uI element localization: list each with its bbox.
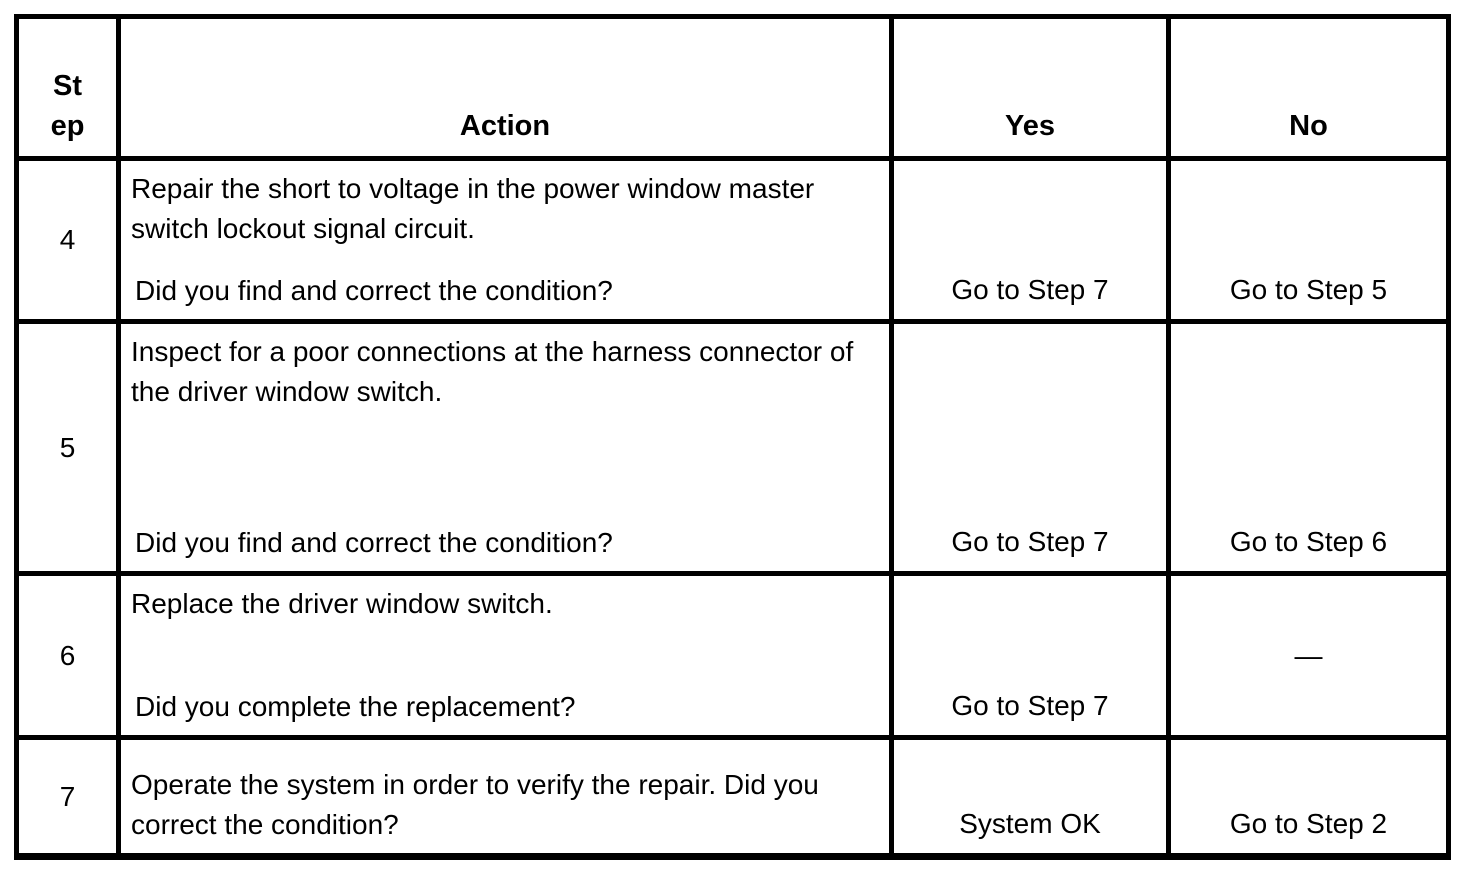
diagnostic-steps-table: St ep Action Yes No 4 Repair the short t… bbox=[14, 14, 1451, 860]
row5-step-cell: 5 bbox=[19, 324, 116, 571]
row5-action-cell: Inspect for a poor connections at the ha… bbox=[121, 324, 889, 571]
yes-text: System OK bbox=[959, 808, 1101, 839]
step-number: 7 bbox=[59, 780, 76, 812]
step-number: 4 bbox=[59, 224, 76, 255]
yes-text: Go to Step 7 bbox=[951, 274, 1109, 305]
yes-text: Go to Step 7 bbox=[951, 690, 1109, 721]
question-text: Did you complete the replacement? bbox=[135, 691, 576, 722]
header-action-label: Action bbox=[459, 110, 551, 142]
row6-step-cell: 6 bbox=[19, 576, 116, 735]
row7-step-cell: 7 bbox=[19, 740, 116, 853]
yes-text: Go to Step 7 bbox=[951, 526, 1109, 557]
header-step-line1: St bbox=[53, 70, 82, 102]
row4-step-cell: 4 bbox=[19, 161, 116, 319]
step-number: 5 bbox=[59, 431, 76, 463]
header-no-label: No bbox=[1289, 110, 1328, 142]
row4-action-cell: Repair the short to voltage in the power… bbox=[121, 161, 889, 319]
no-text: Go to Step 2 bbox=[1229, 808, 1388, 839]
header-action-cell: Action bbox=[121, 19, 889, 156]
action-text: Inspect for a poor connections at the ha… bbox=[131, 336, 854, 407]
header-step-cell: St ep bbox=[19, 19, 116, 156]
row5-no-cell: Go to Step 6 bbox=[1171, 324, 1446, 571]
row6-action-cell: Replace the driver window switch. Did yo… bbox=[121, 576, 889, 735]
header-no-cell: No bbox=[1171, 19, 1446, 156]
row7-no-cell: Go to Step 2 bbox=[1171, 740, 1446, 853]
no-text: Go to Step 5 bbox=[1229, 274, 1388, 305]
row7-yes-cell: System OK bbox=[894, 740, 1166, 853]
step-number: 6 bbox=[59, 639, 76, 671]
row4-yes-cell: Go to Step 7 bbox=[894, 161, 1166, 319]
row7-action-cell: Operate the system in order to verify th… bbox=[121, 740, 889, 853]
row6-no-cell: — bbox=[1171, 576, 1446, 735]
question-text: Did you find and correct the condition? bbox=[135, 275, 613, 306]
action-text: Operate the system in order to verify th… bbox=[131, 769, 819, 840]
row4-no-cell: Go to Step 5 bbox=[1171, 161, 1446, 319]
question-text: Did you find and correct the condition? bbox=[135, 527, 613, 558]
no-text: Go to Step 6 bbox=[1229, 526, 1388, 557]
header-step-line2: ep bbox=[50, 110, 85, 142]
row5-yes-cell: Go to Step 7 bbox=[894, 324, 1166, 571]
action-text: Repair the short to voltage in the power… bbox=[131, 173, 815, 244]
no-dash: — bbox=[1294, 639, 1323, 671]
header-yes-label: Yes bbox=[1005, 110, 1055, 142]
row6-yes-cell: Go to Step 7 bbox=[894, 576, 1166, 735]
action-text: Replace the driver window switch. bbox=[131, 588, 553, 619]
header-yes-cell: Yes bbox=[894, 19, 1166, 156]
